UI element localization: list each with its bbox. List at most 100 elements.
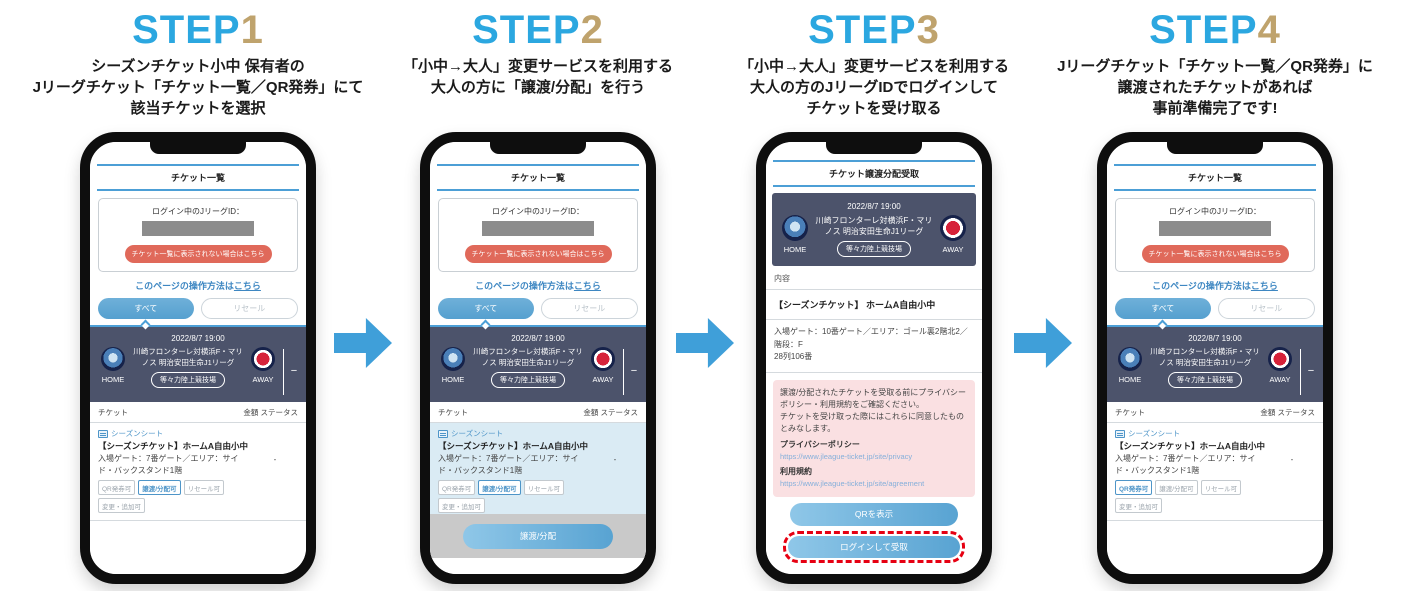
tab-resale[interactable]: リセール [200,298,298,319]
phone-mockup-1: チケット一覧 ログイン中のJリーグID： チケット一覧に表示されない場合はこちら… [80,132,316,584]
step2-number: 2 [580,8,604,52]
ticket-name: 【シーズンチケット】ホームA自由小中 [1115,441,1265,451]
status-badges: QR発券可 譲渡/分配可 リセール可 変更・追加可 [98,480,273,514]
venue-badge: 等々力陸上競技場 [491,372,565,388]
badge-transfer: 譲渡/分配可 [478,480,521,496]
filter-tabs: すべて リセール [430,298,646,319]
list-column-headers: チケット 金額 ステータス [1107,402,1323,423]
ticket-name: 【シーズンチケット】ホームA自由小中 [98,441,248,451]
help-link[interactable]: こちら [573,281,601,291]
divider [90,319,306,330]
privacy-policy-link[interactable]: https://www.jleague-ticket.jp/site/priva… [780,451,913,461]
privacy-policy-label: プライバシーポリシー [780,439,860,449]
screen-title: チケット一覧 [170,173,225,183]
match-title: 川崎フロンターレ対横浜F・マリノス 明治安田生命J1リーグ [1150,347,1260,367]
page-help-text: このページの操作方法はこちら [475,281,601,291]
badge-transfer: 譲渡/分配可 [1155,480,1198,496]
ticket-name: 【シーズンチケット】 ホームA自由小中 [766,290,982,321]
redacted-id-value [1159,221,1271,236]
step1-number: 1 [240,8,264,52]
tab-resale[interactable]: リセール [1217,298,1315,319]
tab-all[interactable]: すべて [98,298,194,319]
match-card: 2022/8/7 19:00 HOME 川崎フロンターレ対横浜F・マリノス 明治… [1107,327,1323,402]
collapse-toggle[interactable]: − [1307,365,1315,377]
phone-mockup-2: チケット一覧 ログイン中のJリーグID： チケット一覧に表示されない場合はこちら… [420,132,656,584]
login-id-label: ログイン中のJリーグID： [152,207,244,216]
step3-column: STEP3 「小中→大人」変更サービスを利用する 大人の方のJリーグIDでログイ… [704,8,1044,584]
divider [623,349,624,395]
list-column-headers: チケット 金額 ステータス [430,402,646,423]
step2-description: 「小中→大人」変更サービスを利用する 大人の方に「譲渡/分配」を行う [402,58,673,96]
step3-number: 3 [916,8,940,52]
divider [437,164,639,166]
badge-transfer: 譲渡/分配可 [138,480,181,496]
badge-qr: QR発券可 [438,480,476,496]
step4-number: 4 [1257,8,1281,52]
not-shown-help-button[interactable]: チケット一覧に表示されない場合はこちら [124,245,272,263]
away-team-logo [591,347,615,371]
collapse-toggle[interactable]: − [290,365,298,377]
terms-link[interactable]: https://www.jleague-ticket.jp/site/agree… [780,478,925,488]
login-id-label: ログイン中のJリーグID： [1169,207,1261,216]
divider [283,349,284,395]
ticket-list-screen-received: チケット一覧 ログイン中のJリーグID： チケット一覧に表示されない場合はこちら… [1107,142,1323,574]
away-team: AWAY [586,347,620,384]
home-team-logo [101,347,125,371]
season-sheet-icon [438,429,448,438]
tab-all[interactable]: すべて [438,298,534,319]
collapse-toggle[interactable]: − [630,365,638,377]
not-shown-help-button[interactable]: チケット一覧に表示されない場合はこちら [464,245,612,263]
not-shown-help-button[interactable]: チケット一覧に表示されない場合はこちら [1141,245,1289,263]
badge-resale: リセール可 [523,480,565,496]
away-team-logo [1268,347,1292,371]
away-team-logo [251,347,275,371]
notice-line: チケットを受け取った際にはこれらに同意したものとみなします。 [780,411,964,433]
phone-notch [826,141,922,154]
match-datetime: 2022/8/7 19:00 [1188,334,1242,343]
login-receive-button[interactable]: ログインして受取 [788,536,960,559]
away-team: AWAY [936,215,970,254]
home-team: HOME [436,347,470,384]
home-team-logo [1118,347,1142,371]
status-badges: QR発券可 譲渡/分配可 リセール可 変更・追加可 [438,480,613,514]
badge-change: 変更・追加可 [1115,498,1162,514]
ticket-list-item[interactable]: シーズンシート 【シーズンチケット】ホームA自由小中 入場ゲート：7番ゲート／エ… [1107,423,1323,522]
badge-qr: QR発券可 [98,480,136,496]
action-bar: 譲渡/分配 [430,514,646,558]
highlight-dashed-border: ログインして受取 [783,531,965,564]
step1-column: STEP1 シーズンチケット小中 保有者の Jリーグチケット「チケット一覧／QR… [28,8,368,584]
step1-description: シーズンチケット小中 保有者の Jリーグチケット「チケット一覧／QR発券」にて … [32,58,364,117]
login-id-box: ログイン中のJリーグID： チケット一覧に表示されない場合はこちら [438,198,638,272]
divider [773,185,975,187]
ticket-list-item[interactable]: シーズンシート 【シーズンチケット】ホームA自由小中 入場ゲート：7番ゲート／エ… [90,423,306,522]
gate-info: 入場ゲート：7番ゲート／エリア：サイド・バックスタンド1階 [1115,454,1256,475]
phone-mockup-4: チケット一覧 ログイン中のJリーグID： チケット一覧に表示されない場合はこちら… [1097,132,1333,584]
notice-line: 譲渡/分配されたチケットを受取る前にプライバシーポリシー・利用規約をご確認くださ… [780,387,967,409]
match-title: 川崎フロンターレ対横浜F・マリノス 明治安田生命J1リーグ [473,347,583,367]
show-qr-button[interactable]: QRを表示 [790,503,958,527]
divider [1300,349,1301,395]
help-link[interactable]: こちら [233,281,261,291]
page-help-text: このページの操作方法はこちら [135,281,261,291]
step2-heading: STEP2 [368,8,708,52]
tab-all[interactable]: すべて [1115,298,1211,319]
filter-tabs: すべて リセール [1107,298,1323,319]
divider [97,189,299,191]
ticket-list-item-selected[interactable]: シーズンシート 【シーズンチケット】ホームA自由小中 入場ゲート：7番ゲート／エ… [430,423,646,522]
phone-mockup-3: チケット譲渡分配受取 2022/8/7 19:00 HOME 川崎フロンターレ対… [756,132,992,584]
step1-prefix: STEP [132,8,241,52]
screen-title: チケット譲渡分配受取 [828,169,919,179]
phone-notch [150,141,246,154]
venue-badge: 等々力陸上競技場 [837,241,911,258]
step4-prefix: STEP [1149,8,1258,52]
help-link[interactable]: こちら [1250,281,1278,291]
venue-badge: 等々力陸上競技場 [151,372,225,388]
tab-resale[interactable]: リセール [540,298,638,319]
divider [1107,319,1323,330]
away-team-logo [940,215,966,241]
badge-change: 変更・追加可 [438,498,485,514]
list-column-headers: チケット 金額 ステータス [90,402,306,423]
step1-heading: STEP1 [28,8,368,52]
transfer-button[interactable]: 譲渡/分配 [463,523,613,549]
